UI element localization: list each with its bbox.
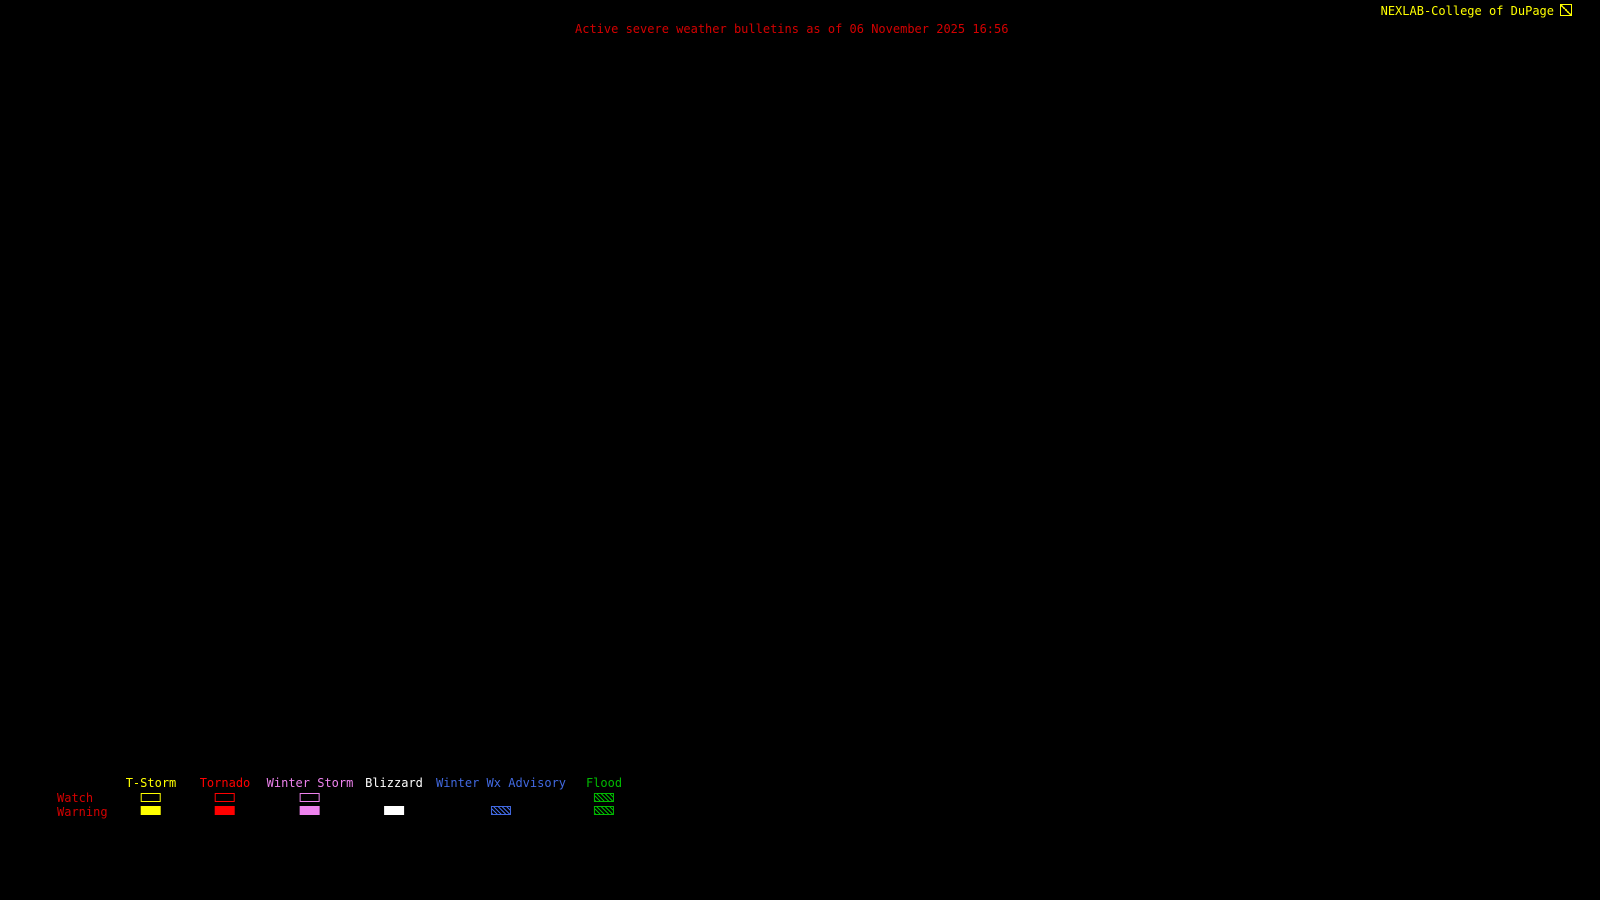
winter-wx-advisory-warning-swatch	[490, 806, 511, 815]
brand-text: NEXLAB-College of DuPage	[1380, 4, 1554, 18]
legend-column-tstorm: T-Storm	[125, 776, 177, 817]
blizzard-warning-swatch	[383, 806, 404, 815]
legend-column-tornado: Tornado	[199, 776, 251, 817]
legend-row-label-warning: Warning	[57, 805, 108, 819]
legend-column-winter-storm: Winter Storm	[266, 776, 354, 817]
winter-storm-warning-swatch	[299, 806, 320, 815]
tornado-watch-swatch	[214, 793, 235, 802]
legend-column-winter-wx-advisory: Winter Wx Advisory	[436, 776, 566, 817]
legend: Watch Warning T-Storm Tornado Winter Sto…	[0, 776, 720, 822]
legend-column-label: Flood	[585, 776, 623, 790]
tstorm-warning-swatch	[140, 806, 161, 815]
page-title: Active severe weather bulletins as of 06…	[575, 22, 1009, 36]
flood-warning-swatch	[594, 806, 614, 815]
legend-row-label-watch: Watch	[57, 791, 94, 805]
corner-icon	[1560, 4, 1572, 16]
winter-storm-watch-swatch	[299, 793, 320, 802]
legend-column-label: Winter Storm	[266, 776, 354, 790]
tornado-warning-swatch	[214, 806, 235, 815]
legend-column-label: Blizzard	[365, 776, 423, 790]
flood-watch-swatch	[594, 793, 614, 802]
legend-column-flood: Flood	[586, 776, 622, 817]
legend-column-blizzard: Blizzard	[365, 776, 423, 817]
legend-column-label: T-Storm	[125, 776, 177, 790]
tstorm-watch-swatch	[140, 793, 161, 802]
legend-column-label: Winter Wx Advisory	[435, 776, 567, 790]
legend-column-label: Tornado	[199, 776, 251, 790]
